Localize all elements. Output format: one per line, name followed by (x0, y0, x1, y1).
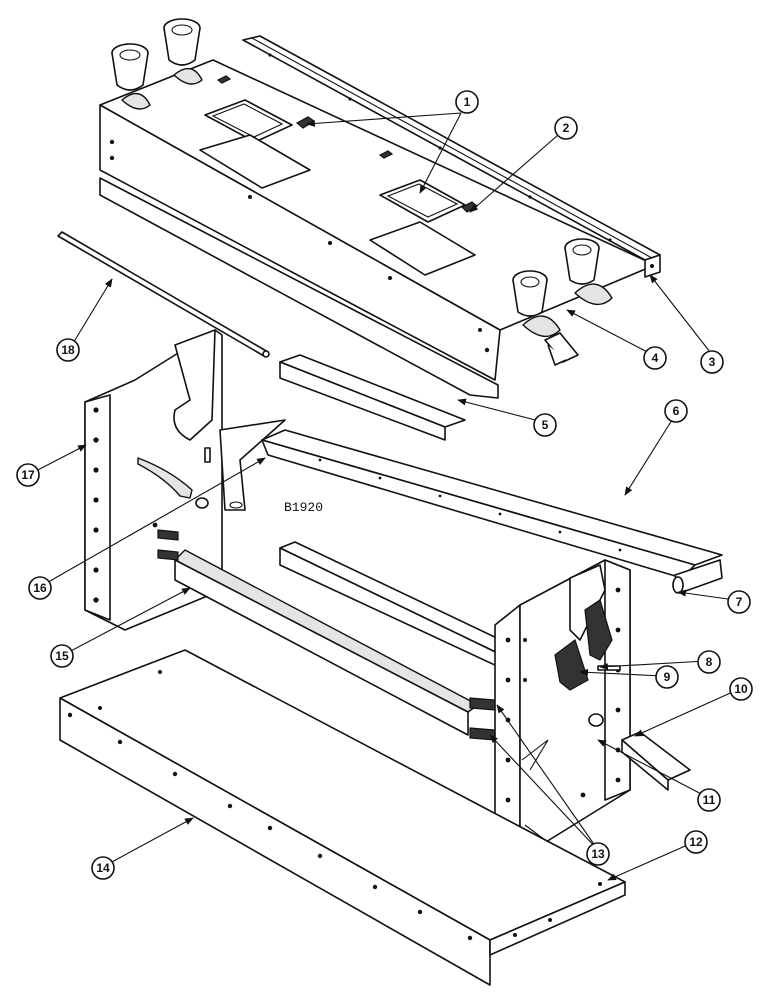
bottom-tray (59, 649, 626, 986)
angle-strip (261, 429, 723, 579)
callout-1: 1 (455, 90, 479, 114)
callout-10-label: 10 (734, 682, 748, 696)
spring-left (157, 529, 179, 561)
callout-15: 15 (50, 644, 74, 668)
cup-holder-right-2 (564, 238, 613, 306)
callout-13: 13 (586, 842, 610, 866)
callout-9-label: 9 (664, 670, 671, 684)
callout-11: 11 (697, 788, 721, 812)
spring-right (469, 697, 496, 741)
callout-2: 2 (554, 116, 578, 140)
callout-16-label: 16 (33, 581, 47, 595)
rod (57, 231, 270, 358)
callout-12-label: 12 (689, 835, 703, 849)
callout-7-label: 7 (736, 595, 743, 609)
cup-holder-left-2 (163, 18, 203, 85)
callout-7: 7 (727, 590, 751, 614)
callout-4-label: 4 (652, 351, 659, 365)
hinge-strip (279, 354, 466, 441)
latch-assembly (554, 564, 621, 691)
right-side-panel (494, 559, 631, 859)
front-bar (157, 529, 496, 741)
callout-11-label: 11 (703, 793, 716, 807)
top-cover-plate (99, 59, 656, 381)
callout-6-label: 6 (673, 404, 680, 418)
callout-17-label: 17 (21, 468, 35, 482)
mounting-bracket (544, 332, 579, 366)
callout-15-label: 15 (55, 649, 69, 663)
callout-13-label: 13 (591, 847, 605, 861)
front-plate (99, 177, 499, 399)
cup-holder-left-1 (111, 43, 151, 110)
support-angle (621, 731, 691, 791)
callout-6: 6 (664, 399, 688, 423)
hinge-pin (672, 559, 723, 594)
callout-17: 17 (16, 463, 40, 487)
callout-12: 12 (684, 830, 708, 854)
callout-8: 8 (697, 650, 721, 674)
callout-10: 10 (729, 677, 753, 701)
callout-18-label: 18 (61, 343, 75, 357)
angle-bar (242, 35, 661, 278)
figure-code: B1920 (284, 500, 323, 515)
cup-holder-right-1 (512, 270, 561, 338)
callout-5-label: 5 (542, 418, 549, 432)
callout-16: 16 (28, 576, 52, 600)
callout-14-label: 14 (96, 861, 110, 875)
callout-3: 3 (700, 350, 724, 374)
leader-lines (33, 112, 738, 881)
callout-9: 9 (655, 665, 679, 689)
callout-2-label: 2 (563, 121, 570, 135)
callout-4: 4 (643, 346, 667, 370)
callout-3-label: 3 (709, 355, 716, 369)
side-bracket (219, 419, 286, 511)
callout-14: 14 (91, 856, 115, 880)
callout-18: 18 (56, 338, 80, 362)
callout-1-label: 1 (464, 95, 471, 109)
callout-5: 5 (533, 413, 557, 437)
callout-8-label: 8 (706, 655, 713, 669)
